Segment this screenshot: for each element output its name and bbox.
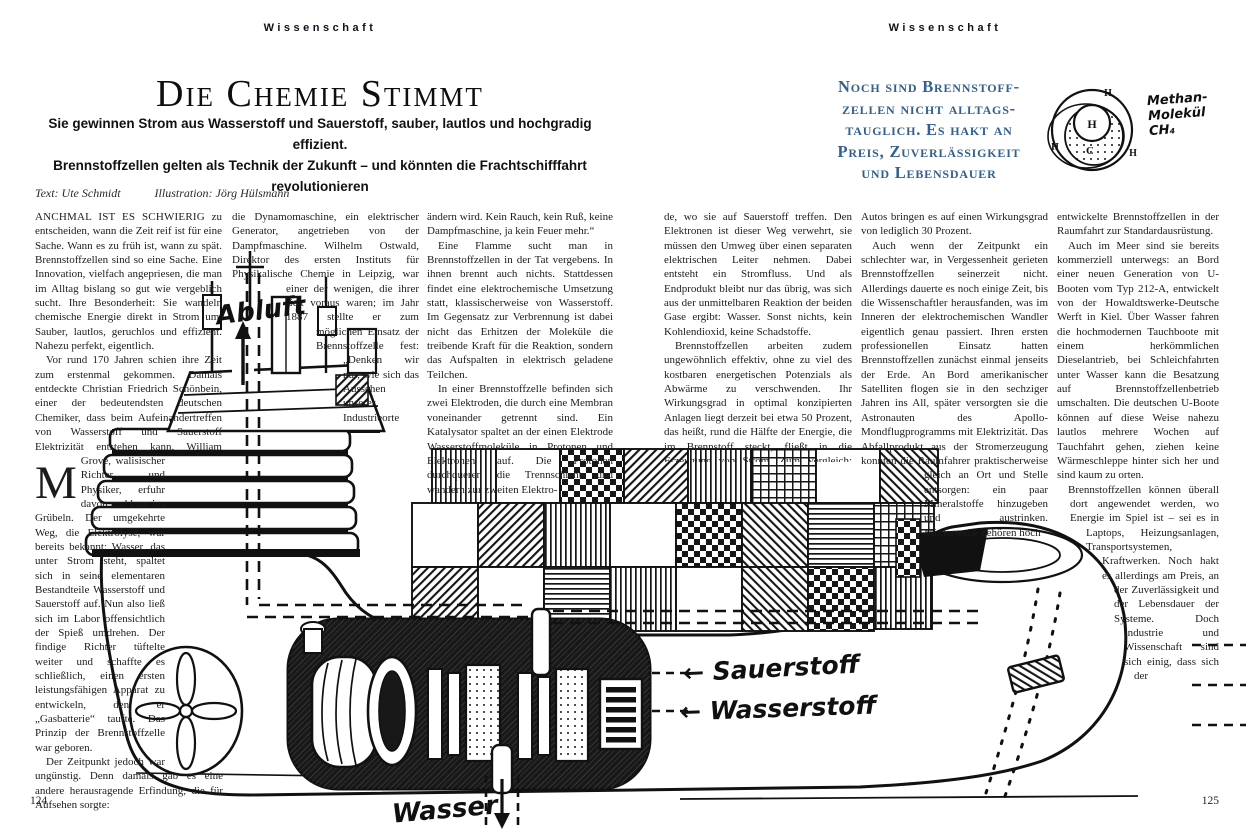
atom-h-label: H xyxy=(1104,88,1112,99)
label-sauerstoff: ← Sauerstoff xyxy=(682,649,861,688)
anchor-chain xyxy=(984,587,1065,801)
body-text: entwickelte Brennstoffzellen in der Raum… xyxy=(1057,211,1219,238)
drop-cap: M xyxy=(35,457,77,509)
column-3: ändern wird. Kein Rauch, kein Ruß, keine… xyxy=(427,210,613,562)
byline: Text: Ute Schmidt Illustration: Jörg Hül… xyxy=(35,186,289,201)
atom-c-label: C xyxy=(1086,145,1094,157)
byline-author: Text: Ute Schmidt xyxy=(35,186,121,200)
body-text: Vor rund 170 Jahren schien ihre Zeit zum… xyxy=(35,354,222,754)
body-text: Auch wenn der Zeitpunkt ein schlechter w… xyxy=(861,239,1048,539)
body-text: de, wo sie auf Sauerstoff treffen. Den E… xyxy=(664,211,852,338)
body-text: Der Zeitpunkt jedoch war ungünstig. Denn… xyxy=(35,756,223,812)
column-1: M ANCHMAL IST ES SCHWIERIG zu entscheiden… xyxy=(35,210,223,824)
column-6: entwickelte Brennstoffzellen in der Raum… xyxy=(1056,210,1219,796)
body-text: In einer Brennstoffzelle befinden sich z… xyxy=(427,383,613,496)
article-title: Die Chemie stimmt xyxy=(156,73,484,115)
byline-illustrator: Illustration: Jörg Hülsmann xyxy=(154,186,290,200)
body-text: Auch im Meer sind sie bereits kommerziel… xyxy=(1057,239,1219,482)
fuel-cell-cutaway xyxy=(286,607,652,795)
page-number-right: 125 xyxy=(1201,795,1219,807)
atom-h-label: H xyxy=(1051,142,1059,153)
body-text: zu entscheiden, wann die Zeit reif ist f… xyxy=(35,211,222,353)
pull-quote: Noch sind Brennstoff- zellen nicht allta… xyxy=(837,77,1021,182)
atom-h-label: H xyxy=(1087,117,1097,131)
column-5: Autos bringen es auf einen Wirkungsgrad … xyxy=(860,210,1048,542)
article-subtitle: Sie gewinnen Strom aus Wasserstoff und S… xyxy=(48,116,592,194)
section-header-left: Wissenschaft xyxy=(263,22,377,34)
methane-molecule-sketch: H C H H H xyxy=(1047,88,1137,172)
page-number-left: 124 xyxy=(30,795,48,807)
body-text: ändern wird. Kein Rauch, kein Ruß, keine… xyxy=(427,211,613,238)
label-wasser: Wasser xyxy=(390,790,499,830)
column-4: de, wo sie auf Sauerstoff treffen. Den E… xyxy=(664,210,852,462)
section-header-right: Wissenschaft xyxy=(888,22,1002,34)
label-wasserstoff: ← Wasserstoff xyxy=(679,690,877,727)
body-text: Autos bringen es auf einen Wirkungsgrad … xyxy=(861,211,1048,238)
ship-hull xyxy=(99,520,1139,800)
body-text: Brennstoffzellen können überall dort ang… xyxy=(1068,483,1219,682)
molecule-caption: Methan- Molekül CH₄ xyxy=(1146,89,1209,140)
body-text: Brennstoffzellen arbeiten zudem ungewöhn… xyxy=(664,340,852,462)
column-2: die Dynamomaschine, ein elektrischer Gen… xyxy=(231,210,419,460)
atom-h-label: H xyxy=(1129,148,1137,159)
body-text: Eine Flamme sucht man in Brennstoffzelle… xyxy=(427,239,613,381)
lead-in: ANCHMAL IST ES SCHWIERIG xyxy=(35,211,212,223)
